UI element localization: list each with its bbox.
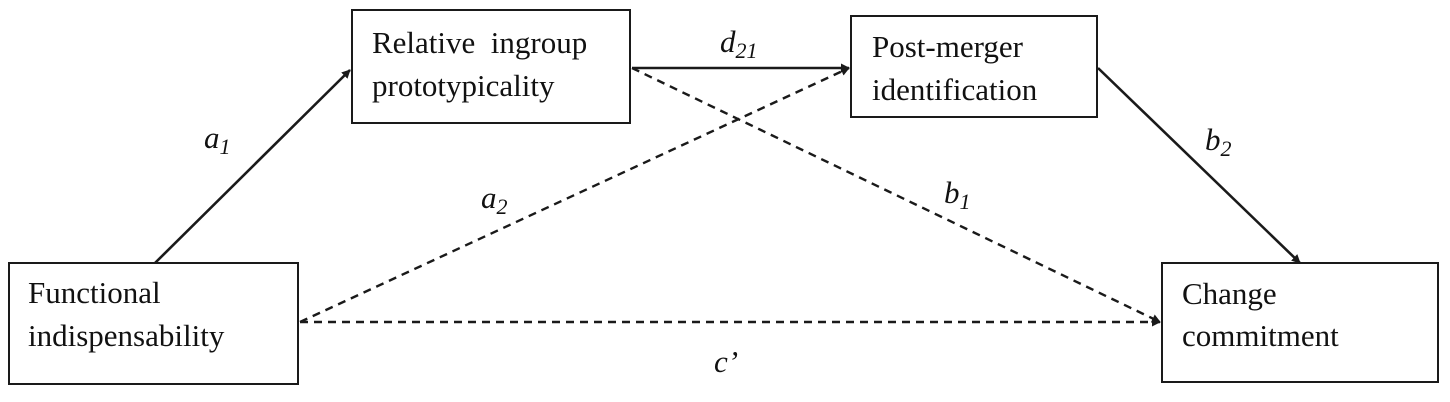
node-prototypicality-line1: Relative ingroup (372, 25, 587, 60)
node-prototypicality-line2: prototypicality (372, 68, 555, 103)
node-change-commitment: Change commitment (1161, 262, 1439, 383)
node-commitment-line1: Change (1182, 276, 1277, 311)
node-post-merger-identification: Post-merger identification (850, 15, 1098, 118)
node-functional-line2: indispensability (28, 318, 225, 353)
label-a2: a2 (481, 180, 508, 219)
node-functional-indispensability: Functional indispensability (8, 262, 299, 385)
path-a2-arrow (299, 66, 850, 324)
path-a1-arrow (154, 69, 351, 264)
node-identification-line1: Post-merger (872, 29, 1024, 64)
node-commitment-line2: commitment (1182, 318, 1339, 353)
path-b2-arrow (1097, 67, 1301, 264)
label-b1: b1 (944, 175, 971, 214)
node-functional-line1: Functional (28, 275, 161, 310)
label-a1: a1 (204, 120, 231, 159)
node-identification-line2: identification (872, 72, 1038, 107)
label-d21: d21 (720, 24, 758, 63)
label-b2: b2 (1205, 122, 1232, 161)
label-c-prime: c’ (714, 344, 738, 379)
node-relative-ingroup-prototypicality: Relative ingroup prototypicality (351, 9, 631, 124)
